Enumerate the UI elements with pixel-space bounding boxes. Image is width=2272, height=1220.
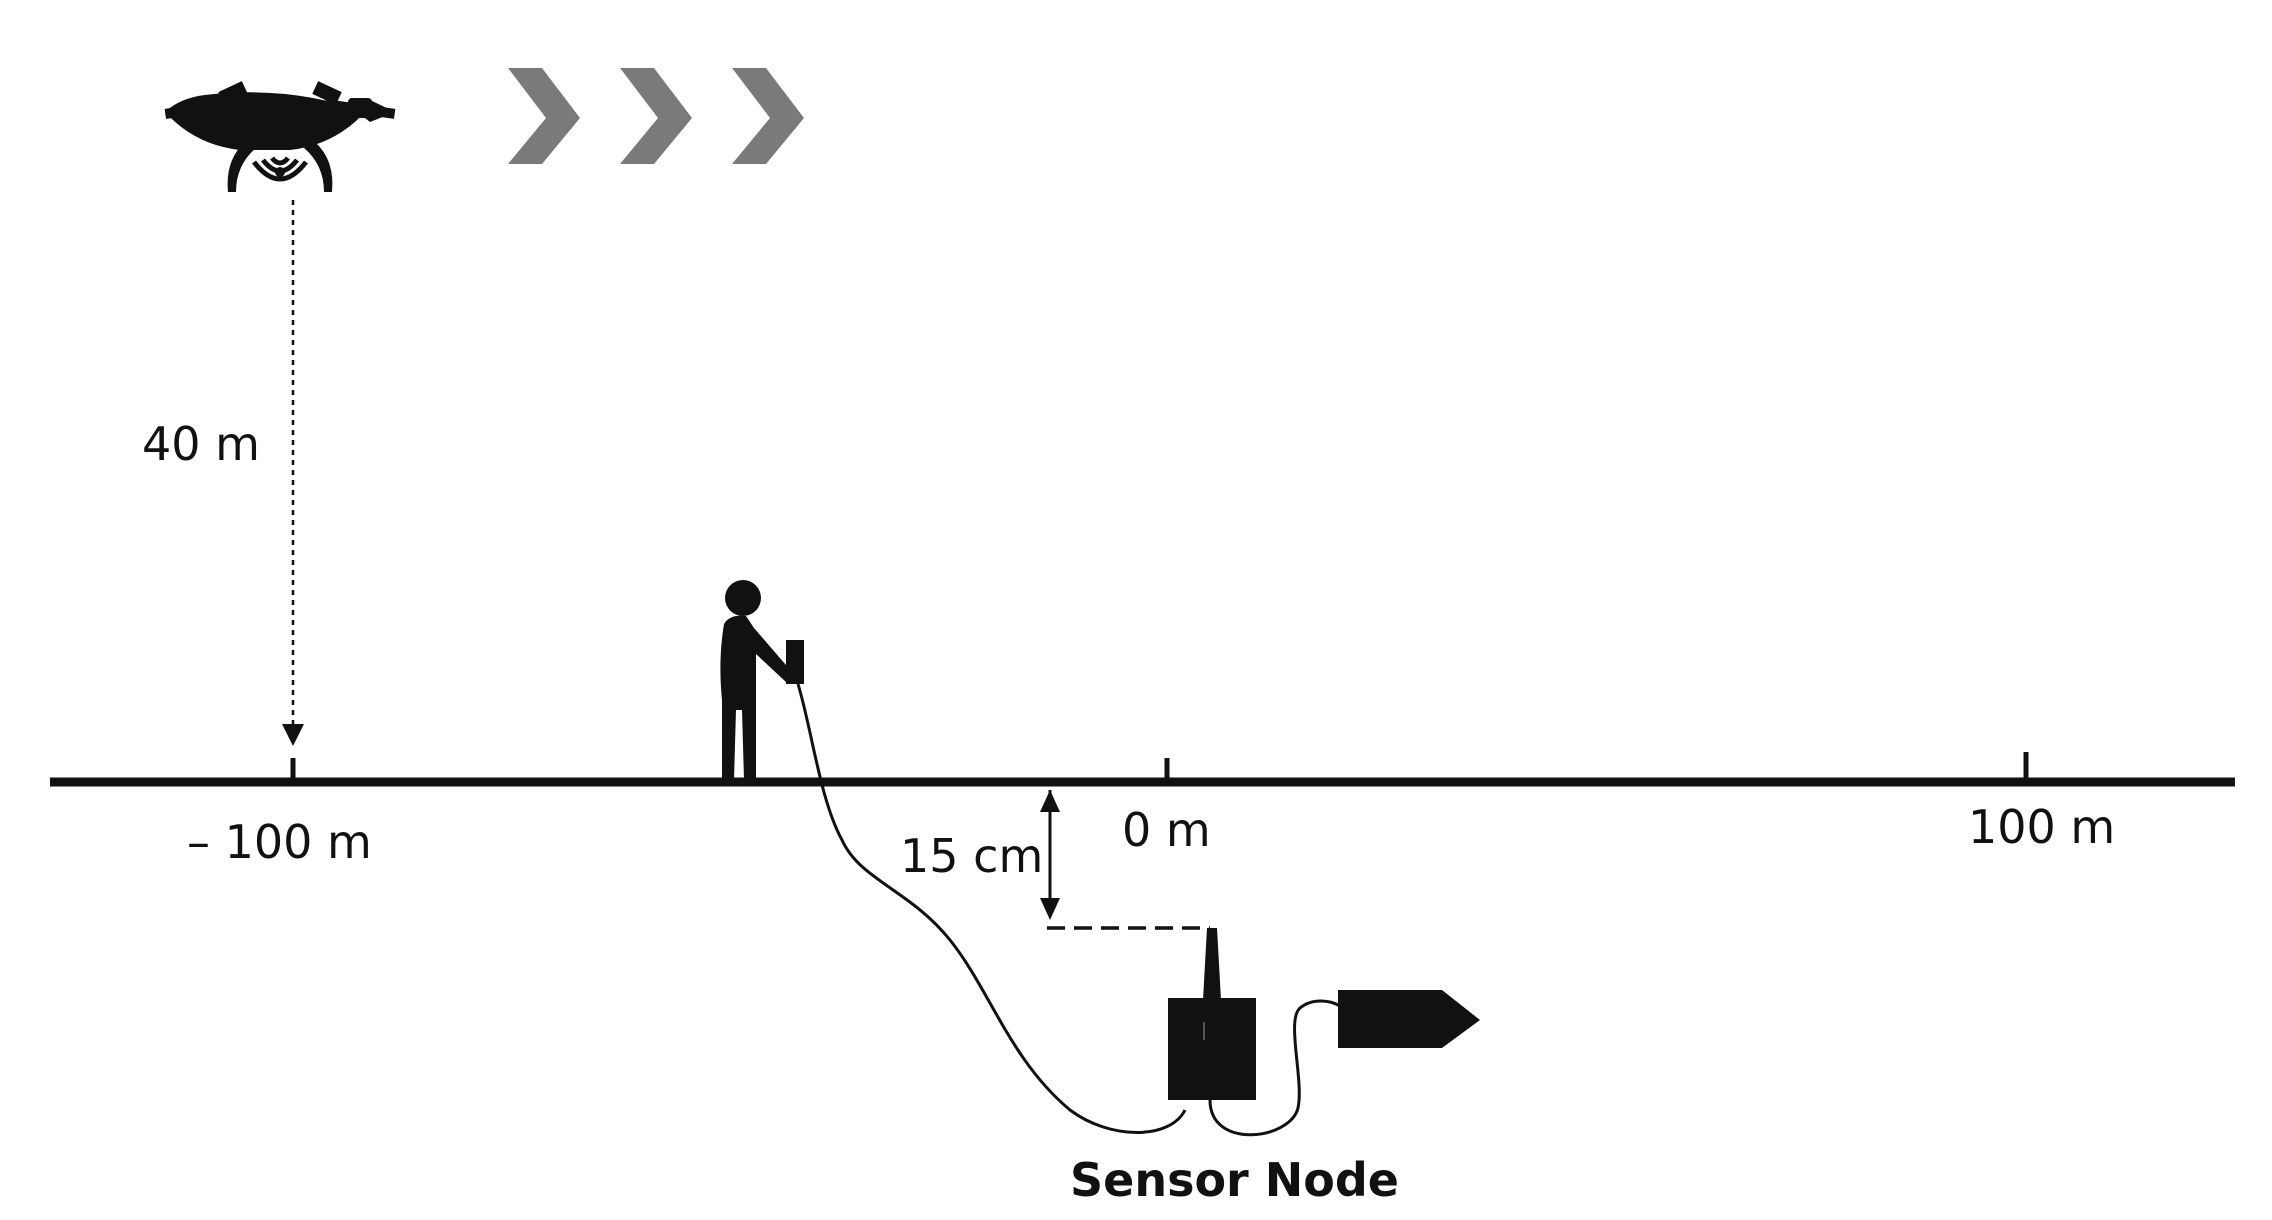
sensor-node-box — [1168, 998, 1256, 1100]
depth-arrow-up — [1040, 790, 1060, 812]
soil-probe-icon — [1338, 990, 1480, 1048]
sensor-node — [1168, 928, 1480, 1137]
antenna-icon — [1203, 928, 1221, 1000]
depth-arrow-down — [1040, 898, 1060, 920]
chevron-right-icon — [508, 68, 580, 164]
tick-label-plus-100: 100 m — [1968, 800, 2115, 854]
direction-chevrons — [508, 68, 804, 164]
tick-label-zero: 0 m — [1122, 803, 1211, 857]
person-icon — [720, 580, 804, 780]
sensor-node-label: Sensor Node — [1070, 1153, 1399, 1207]
drone-icon — [164, 81, 396, 192]
probe-wire — [1208, 999, 1341, 1137]
altitude-indicator — [282, 200, 304, 746]
altitude-arrowhead — [282, 724, 304, 746]
depth-label: 15 cm — [900, 829, 1043, 883]
depth-indicator — [1040, 790, 1210, 930]
chevron-right-icon — [732, 68, 804, 164]
tick-label-minus-100: – 100 m — [187, 815, 372, 869]
chevron-right-icon — [620, 68, 692, 164]
cable — [796, 683, 1187, 1134]
altitude-label: 40 m — [142, 417, 260, 471]
